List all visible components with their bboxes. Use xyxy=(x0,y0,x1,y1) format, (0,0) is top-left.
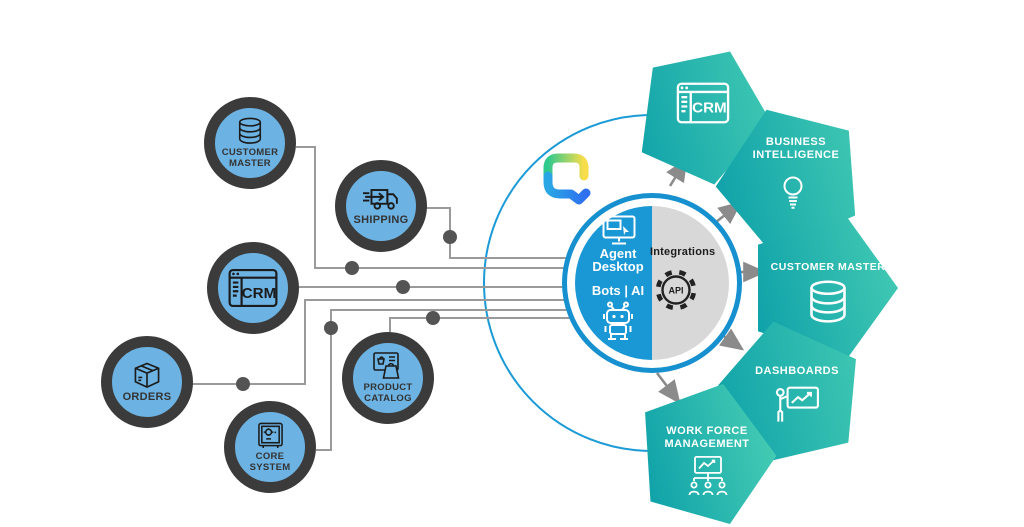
wire-core-system xyxy=(316,309,575,451)
target-work-force-management: WORK FORCE MANAGEMENT xyxy=(640,394,774,527)
product-catalog-icon xyxy=(373,352,400,379)
source-label: ORDERS xyxy=(122,390,172,403)
lightbulb-icon xyxy=(783,176,803,209)
database-icon xyxy=(238,117,262,144)
integrations-label: Integrations xyxy=(650,246,716,258)
central-hub xyxy=(575,206,729,360)
svg-text:CRM: CRM xyxy=(692,99,727,116)
delivery-truck-icon xyxy=(363,189,398,210)
target-dashboards: DASHBOARDS xyxy=(729,330,865,466)
bots-ai-label: Bots | AI xyxy=(591,283,645,298)
q-brand-logo-icon xyxy=(543,153,591,205)
source-crm: CRM xyxy=(207,242,299,334)
api-gear-icon: API xyxy=(655,269,697,311)
svg-text:CRM: CRM xyxy=(242,285,277,302)
robot-icon xyxy=(603,301,633,340)
svg-text:API: API xyxy=(668,286,683,296)
business-intelligence-label: BUSINESS INTELLIGENCE xyxy=(752,136,840,161)
target-customer-master: CUSTOMER MASTER xyxy=(758,218,898,358)
source-shipping: SHIPPING xyxy=(335,160,427,252)
customer-master-label: CUSTOMER MASTER xyxy=(770,261,886,273)
target-crm: CRM xyxy=(640,46,768,174)
database-icon xyxy=(810,280,846,323)
wire-junction-dots xyxy=(236,230,457,391)
agent-desktop-monitor-icon xyxy=(602,215,636,245)
source-label: SHIPPING xyxy=(353,214,409,226)
dashboards-label: DASHBOARDS xyxy=(755,365,839,377)
wire-customer-master xyxy=(296,146,575,269)
crm-browser-icon: CRM xyxy=(676,82,730,124)
source-orders: ORDERS xyxy=(101,336,193,428)
package-box-icon xyxy=(134,362,160,388)
vault-icon xyxy=(257,422,283,448)
work-force-management-label: WORK FORCE MANAGEMENT xyxy=(664,425,750,450)
presenter-board-icon xyxy=(775,386,819,422)
workforce-org-icon xyxy=(688,456,728,496)
crm-browser-icon: CRM xyxy=(228,268,278,308)
wire-product-catalog xyxy=(389,317,575,334)
target-business-intelligence: BUSINESS INTELLIGENCE xyxy=(727,106,865,244)
agent-desktop-label: Agent Desktop xyxy=(592,246,644,274)
